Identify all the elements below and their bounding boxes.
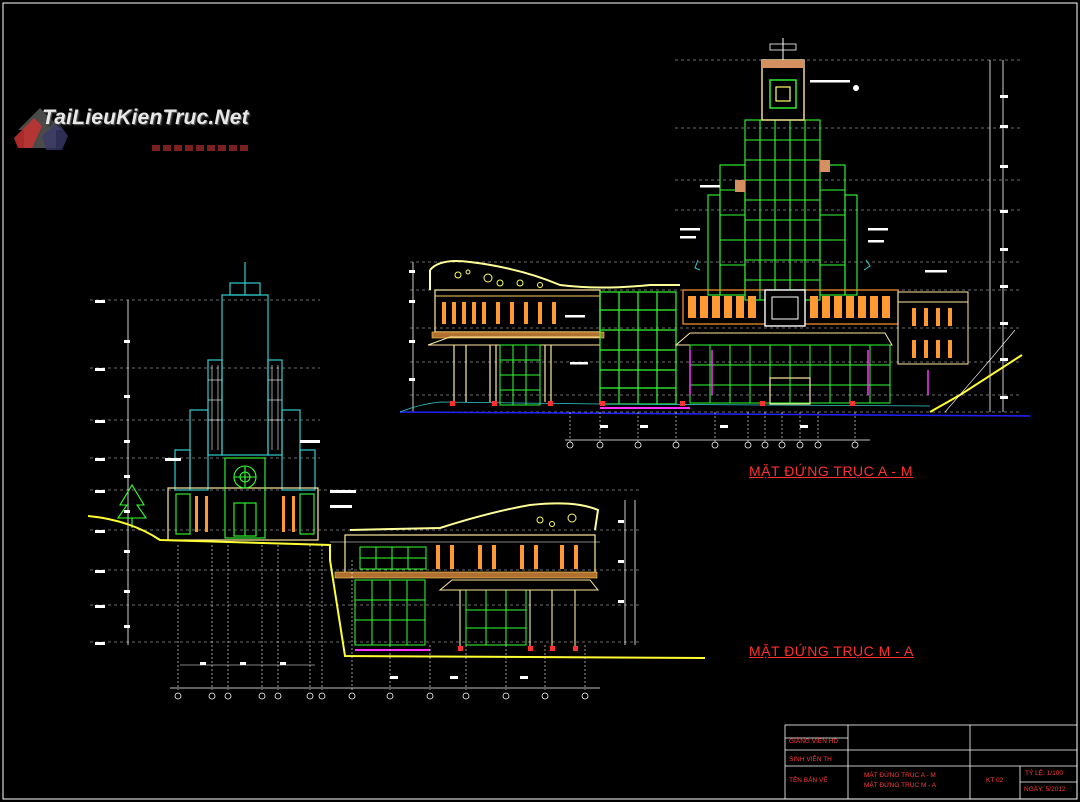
instructor-label: GIẢNG VIÊN HD	[789, 738, 839, 745]
sheet-number: KT 02	[986, 777, 1004, 784]
title-block	[784, 724, 1078, 800]
house-logo-icon	[14, 108, 68, 150]
drawing-name-2: MẶT ĐỨNG TRỤC M - A	[864, 782, 937, 789]
drawing-title-a-m: MẶT ĐỨNG TRỤC A - M	[749, 463, 914, 479]
drawing-name-label: TÊN BẢN VẼ	[789, 777, 828, 784]
watermark-dots	[152, 138, 251, 156]
date-value: NGÀY: 5/2012	[1024, 786, 1066, 793]
scale-value: TỶ LỆ: 1/100	[1025, 770, 1063, 777]
drawing-title-m-a: MẶT ĐỨNG TRỤC M - A	[749, 643, 914, 659]
elevation-m-a	[87, 262, 706, 700]
watermark-text: TaiLieuKienTruc.Net	[42, 106, 249, 129]
watermark-logo: TaiLieuKienTruc.Net	[12, 100, 272, 160]
drawing-name-1: MẶT ĐỨNG TRỤC A - M	[864, 772, 936, 779]
elevation-a-m	[399, 38, 1031, 449]
student-label: SINH VIÊN TH	[789, 756, 832, 763]
